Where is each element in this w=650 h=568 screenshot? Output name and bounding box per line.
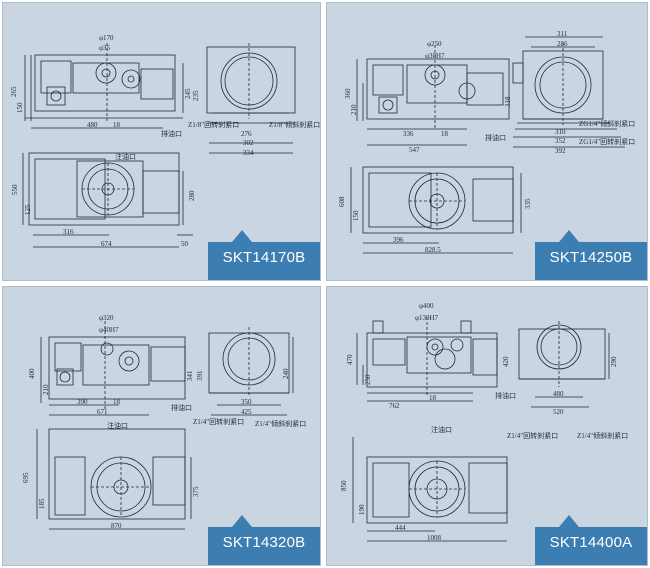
dia-inner-label: φ40H7 (99, 326, 119, 334)
plan-w-total-label: 674 (101, 240, 112, 248)
dia-inner-label: φ30H7 (425, 52, 445, 60)
plan-gap-label: 50 (181, 240, 188, 248)
oil-drain-label: 排油口 (171, 404, 192, 412)
plan-offset-label: 150 (352, 210, 360, 222)
w-total-label: 671 (97, 408, 108, 416)
oil-drain-label: 排油口 (161, 130, 182, 138)
plan-w-inner-label: 316 (63, 228, 74, 236)
side-w-top-label: 311 (557, 30, 568, 38)
dia-outer-label: φ400 (419, 302, 434, 310)
panel-skt14320b: φ320 φ40H7 400 210 341 391 390 18 671 排油… (2, 286, 321, 566)
h-total-label: 400 (28, 368, 36, 380)
drawing-skt14250b (350, 36, 625, 254)
port-tilt-label: Z1/8"倾斜刹紧口 (269, 121, 321, 129)
plan-depth-label: 850 (340, 480, 348, 492)
plan-offset-label: 125 (24, 204, 32, 216)
w-base-label: 336 (403, 130, 414, 138)
plan-w-total-label: 828.5 (425, 246, 441, 254)
panel-skt14250b: φ250 φ30H7 360 210 318 336 18 547 排油口 31… (326, 2, 648, 281)
plan-w-total-label: 1008 (427, 534, 441, 542)
port-rot-label: Z1/8"回转刹紧口 (188, 121, 240, 129)
plan-h-right-label: 335 (524, 198, 532, 210)
w-slot-label: 18 (113, 121, 120, 129)
model-label: SKT14400A (549, 534, 633, 551)
port-tilt-label: Z1/4"倾斜刹紧口 (577, 432, 629, 440)
side-w2-label: 352 (555, 137, 566, 145)
h-center-label: 210 (350, 104, 358, 116)
side-h-right-label: 290 (610, 356, 618, 368)
w-base-label: 480 (87, 121, 98, 129)
h-right-label: 341 (186, 370, 194, 382)
plan-offset-label: 185 (38, 498, 46, 510)
h-right2-label: 391 (196, 370, 204, 382)
plan-w-inner-label: 444 (395, 524, 406, 532)
side-w-top2-label: 286 (557, 40, 568, 48)
oil-fill-label: 注油口 (431, 426, 452, 434)
model-label: SKT14170B (222, 249, 306, 266)
port-rot-label: Z1/4"回转刹紧口 (193, 418, 245, 426)
h-center-label: 210 (42, 384, 50, 396)
port-rot-label: ZG1/4"回转刹紧口 (579, 138, 636, 146)
port-tilt-label: Z1/4"倾斜刹紧口 (255, 420, 307, 428)
side-w1-label: 480 (553, 390, 564, 398)
h-right-label: 245 (184, 88, 192, 100)
plan-offset-label: 190 (358, 504, 366, 516)
model-badge: SKT14400A (535, 513, 647, 565)
side-w1-label: 350 (241, 398, 252, 406)
side-w1-label: 310 (555, 128, 566, 136)
side-w1-label: 276 (241, 130, 252, 138)
side-w3-label: 392 (555, 147, 566, 155)
h-total-label: 265 (10, 86, 18, 98)
h-total-label: 470 (346, 354, 354, 366)
w-total-label: 547 (409, 146, 420, 154)
oil-drain-label: 排油口 (495, 392, 516, 400)
plan-depth-label: 550 (11, 184, 19, 196)
dia-inner-label: φ130H7 (415, 314, 439, 322)
dia-inner-label: φ35 (99, 44, 111, 52)
h-total-label: 360 (344, 88, 352, 100)
plan-h-right-label: 280 (188, 190, 196, 202)
w-slot-label: 18 (429, 394, 436, 402)
plan-w-total-label: 870 (111, 522, 122, 530)
oil-fill-label: 注油口 (115, 153, 136, 161)
model-label: SKT14250B (549, 249, 633, 266)
drawing-skt14170b (22, 43, 296, 248)
plan-depth-label: 695 (22, 472, 30, 484)
h-right-label: 420 (502, 356, 510, 368)
oil-drain-label: 排油口 (485, 134, 506, 142)
side-h-right-label: 240 (282, 368, 290, 380)
panel-skt14170b: φ170 φ35 265 150 245 235 480 18 排油口 Z1/8… (2, 2, 321, 281)
panel-skt14400a: φ400 φ130H7 470 250 420 762 18 排油口 480 5… (326, 286, 648, 566)
w-slot-label: 18 (113, 398, 120, 406)
dia-outer-label: φ170 (99, 34, 114, 42)
dia-outer-label: φ320 (99, 314, 114, 322)
model-badge: SKT14170B (208, 228, 320, 280)
h-right2-label: 235 (192, 90, 200, 102)
h-center-label: 250 (364, 374, 372, 386)
oil-fill-label: 注油口 (107, 422, 128, 430)
drawing-skt14400a (352, 317, 610, 542)
plan-w-inner-label: 396 (393, 236, 404, 244)
model-label: SKT14320B (222, 534, 306, 551)
model-badge: SKT14320B (208, 513, 320, 565)
plan-h-right-label: 375 (192, 486, 200, 498)
w-slot-label: 18 (441, 130, 448, 138)
h-right-label: 318 (504, 96, 512, 108)
side-w2-label: 520 (553, 408, 564, 416)
dia-outer-label: φ250 (427, 40, 442, 48)
w-base-label: 390 (77, 398, 88, 406)
model-badge: SKT14250B (535, 228, 647, 280)
drawing-skt14320b (36, 321, 294, 530)
h-center-label: 150 (16, 102, 24, 114)
w-base-label: 762 (389, 402, 400, 410)
side-w2-label: 425 (241, 408, 252, 416)
port-tilt-label: ZG1/4"倾斜刹紧口 (579, 120, 636, 128)
port-rot-label: Z1/4"回转刹紧口 (507, 432, 559, 440)
side-w2-label: 302 (243, 139, 254, 147)
plan-depth-label: 608 (338, 196, 346, 208)
side-w3-label: 334 (243, 149, 254, 157)
